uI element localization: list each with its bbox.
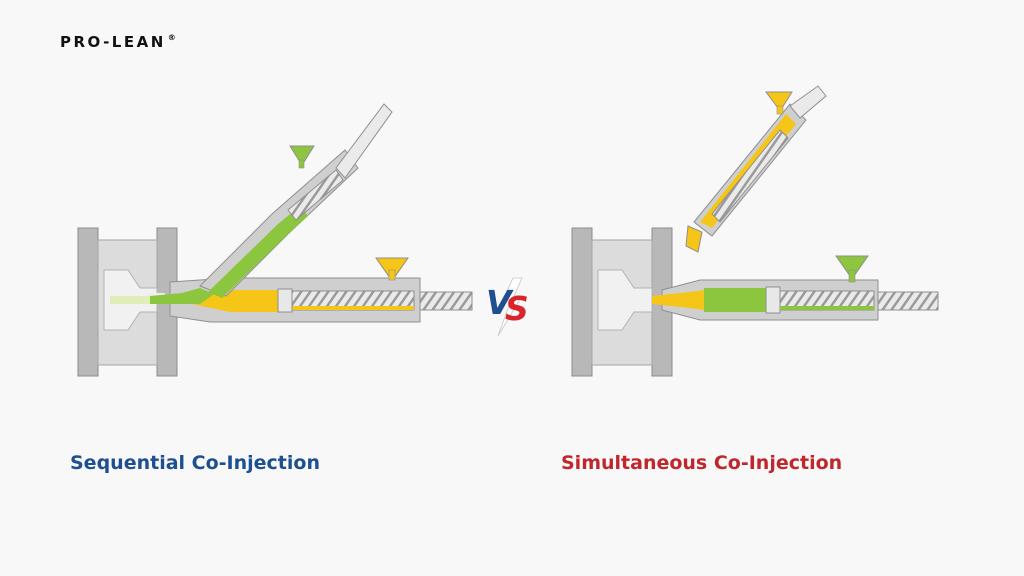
- registered-mark: ®: [167, 33, 176, 42]
- simultaneous-machine: [571, 85, 939, 377]
- left-drive-shaft: [419, 291, 473, 311]
- simultaneous-title: Simultaneous Co-Injection: [561, 452, 843, 474]
- right-inclined-screw: [711, 129, 789, 223]
- left-inclined-rod: [335, 103, 393, 179]
- left-yellow-hopper-neck: [388, 269, 396, 281]
- left-green-melt: [208, 206, 308, 298]
- brand-name: PRO-LEAN: [60, 33, 166, 51]
- right-yellow-hopper-neck: [776, 105, 784, 115]
- left-horizontal-piston: [277, 288, 293, 313]
- left-platen-outer: [77, 227, 99, 377]
- left-yellow-screw-fill: [292, 306, 414, 310]
- left-inclined-screw: [287, 169, 344, 221]
- sequential-title: Sequential Co-Injection: [70, 452, 320, 474]
- right-yellow-nozzle-tip: [685, 225, 703, 253]
- left-yellow-melt: [192, 290, 278, 312]
- vs-lightning-icon: [497, 277, 523, 337]
- right-green-melt: [704, 288, 768, 312]
- left-mold-green-fill: [110, 296, 150, 304]
- right-drive-shaft: [877, 291, 939, 311]
- vs-text: V: [486, 283, 514, 322]
- left-green-nozzle-flow: [150, 288, 214, 304]
- brand-logo: PRO-LEAN®: [60, 33, 176, 51]
- right-green-hopper-neck: [848, 269, 856, 283]
- left-green-hopper-neck: [298, 159, 305, 169]
- right-platen-outer: [571, 227, 593, 377]
- right-horizontal-piston: [765, 286, 781, 314]
- vs-text-s: S: [505, 289, 529, 328]
- right-green-screw-fill: [780, 306, 874, 310]
- vs-badge: V S: [486, 277, 529, 337]
- left-green-hopper: [289, 145, 315, 163]
- right-mold-cavity: [597, 269, 653, 331]
- right-inclined-rod: [789, 85, 827, 119]
- sequential-machine: [77, 103, 473, 377]
- right-yellow-core: [652, 290, 704, 310]
